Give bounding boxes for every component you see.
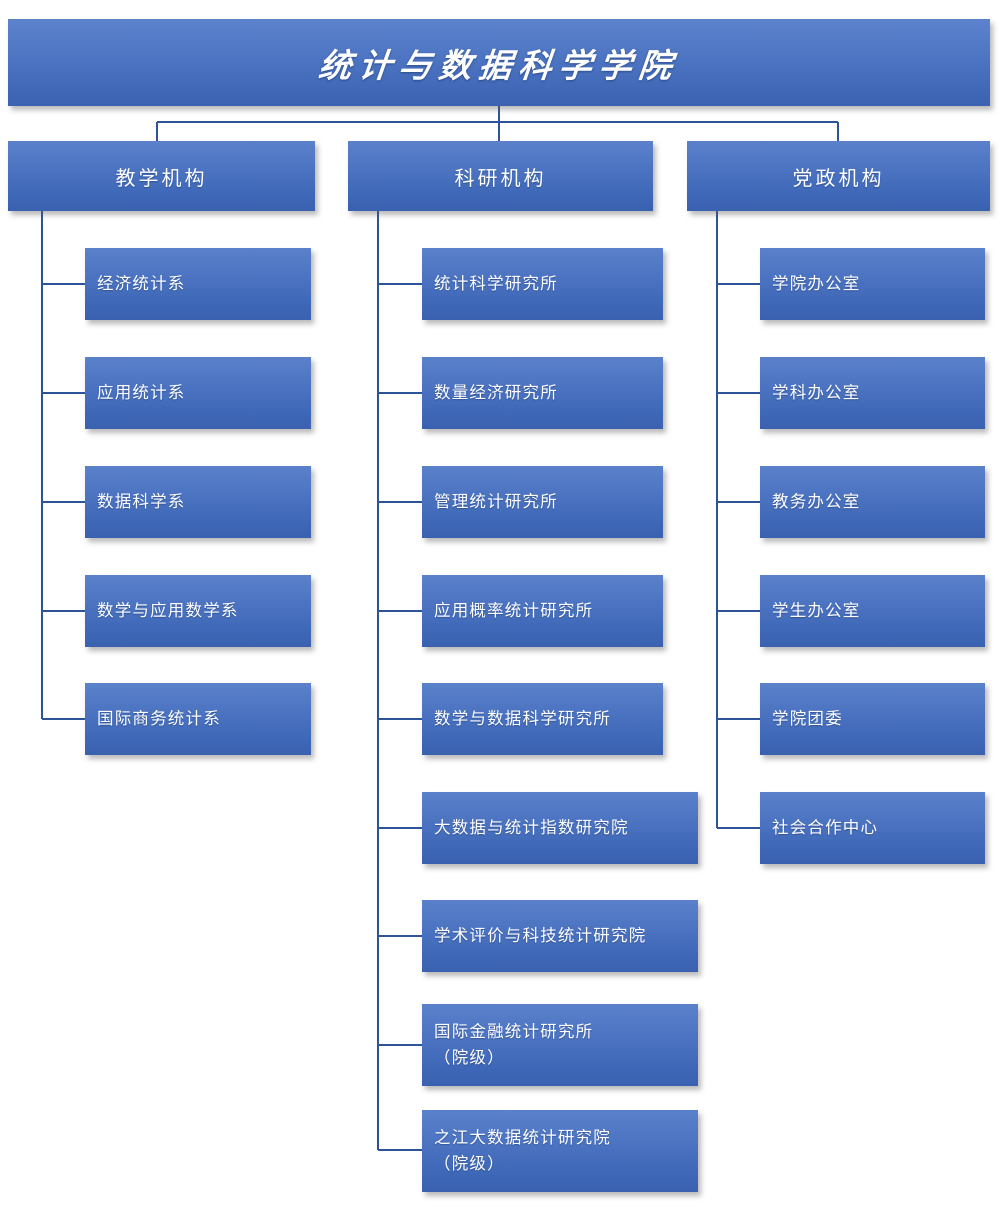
leaf-node[interactable]: 学院团委 (760, 683, 985, 755)
root-node-label: 统计与数据科学学院 (316, 45, 681, 85)
leaf-node-label: 应用概率统计研究所 (434, 601, 594, 621)
leaf-node-label: 大数据与统计指数研究院 (434, 818, 629, 838)
category-label-research: 科研机构 (454, 165, 547, 190)
leaf-node[interactable]: 国际金融统计研究所 （院级） (422, 1004, 698, 1086)
category-node-research[interactable]: 科研机构 (348, 141, 653, 211)
leaf-node[interactable]: 应用概率统计研究所 (422, 575, 663, 647)
leaf-node[interactable]: 之江大数据统计研究院 （院级） (422, 1110, 698, 1192)
leaf-node-label: 国际金融统计研究所 （院级） (434, 1022, 594, 1067)
leaf-node-label: 统计科学研究所 (434, 274, 558, 294)
leaf-node-label: 经济统计系 (97, 274, 186, 294)
category-label-administration: 党政机构 (792, 165, 885, 190)
leaf-node-label: 国际商务统计系 (97, 709, 221, 729)
leaf-node-label: 数据科学系 (97, 492, 186, 512)
leaf-node-label: 管理统计研究所 (434, 492, 558, 512)
leaf-node-label: 学术评价与科技统计研究院 (434, 926, 647, 946)
leaf-node-label: 学院团委 (772, 709, 843, 729)
root-node[interactable]: 统计与数据科学学院 (8, 19, 990, 106)
leaf-node[interactable]: 统计科学研究所 (422, 248, 663, 320)
leaf-node[interactable]: 国际商务统计系 (85, 683, 311, 755)
category-node-teaching[interactable]: 教学机构 (8, 141, 315, 211)
leaf-node[interactable]: 学院办公室 (760, 248, 985, 320)
category-label-teaching: 教学机构 (115, 165, 208, 190)
leaf-node[interactable]: 学生办公室 (760, 575, 985, 647)
leaf-node[interactable]: 数量经济研究所 (422, 357, 663, 429)
leaf-node-label: 数学与应用数学系 (97, 601, 239, 621)
leaf-node-label: 学生办公室 (772, 601, 861, 621)
leaf-node[interactable]: 社会合作中心 (760, 792, 985, 864)
leaf-node[interactable]: 数学与数据科学研究所 (422, 683, 663, 755)
leaf-node-label: 数量经济研究所 (434, 383, 558, 403)
leaf-node-label: 学科办公室 (772, 383, 861, 403)
leaf-node[interactable]: 学科办公室 (760, 357, 985, 429)
leaf-node-label: 应用统计系 (97, 383, 186, 403)
leaf-node-label: 学院办公室 (772, 274, 861, 294)
leaf-node[interactable]: 管理统计研究所 (422, 466, 663, 538)
leaf-node[interactable]: 大数据与统计指数研究院 (422, 792, 698, 864)
leaf-node-label: 之江大数据统计研究院 （院级） (434, 1128, 611, 1173)
leaf-node[interactable]: 经济统计系 (85, 248, 311, 320)
leaf-node[interactable]: 数据科学系 (85, 466, 311, 538)
category-node-administration[interactable]: 党政机构 (687, 141, 990, 211)
leaf-node[interactable]: 教务办公室 (760, 466, 985, 538)
leaf-node[interactable]: 应用统计系 (85, 357, 311, 429)
leaf-node-label: 社会合作中心 (772, 818, 879, 838)
leaf-node-label: 数学与数据科学研究所 (434, 709, 611, 729)
leaf-node-label: 教务办公室 (772, 492, 861, 512)
leaf-node[interactable]: 学术评价与科技统计研究院 (422, 900, 698, 972)
leaf-node[interactable]: 数学与应用数学系 (85, 575, 311, 647)
